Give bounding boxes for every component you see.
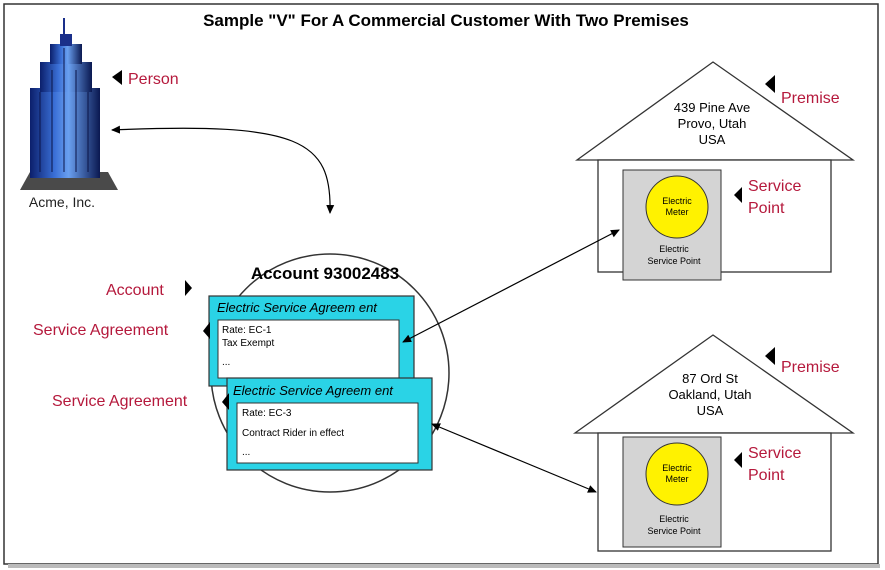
sa2-line-2: Contract Rider in effect bbox=[242, 428, 344, 439]
sp2-label-1: Service bbox=[748, 445, 801, 462]
premise2-pointer-icon bbox=[765, 347, 775, 365]
sa1-label: Service Agreement bbox=[33, 322, 169, 339]
account-title: Account 93002483 bbox=[251, 264, 399, 283]
sa2-line-3: ... bbox=[242, 447, 250, 458]
premise2-address-2: Oakland, Utah bbox=[668, 387, 751, 402]
service-agreement-2: Electric Service Agreem ent Rate: EC-3 C… bbox=[226, 377, 433, 471]
sp1-label-1: Service bbox=[748, 178, 801, 195]
sp1-label-2: Point bbox=[748, 200, 785, 217]
meter-2-icon bbox=[645, 442, 709, 506]
sp2-caption-2: Service Point bbox=[647, 526, 701, 536]
premise2-label: Premise bbox=[781, 359, 840, 376]
premise2-address-3: USA bbox=[697, 403, 724, 418]
sa2-label: Service Agreement bbox=[52, 393, 188, 410]
sa1-line-2: Tax Exempt bbox=[222, 338, 274, 349]
sa2-sp2-connector bbox=[431, 423, 597, 493]
sp1-caption-1: Electric bbox=[659, 244, 689, 254]
sa1-pointer-icon bbox=[203, 322, 210, 339]
meter1-line-2: Meter bbox=[665, 207, 688, 217]
person-label: Person bbox=[128, 71, 179, 88]
account-pointer-icon bbox=[185, 280, 192, 296]
meter2-line-1: Electric bbox=[662, 463, 692, 473]
sa2-header: Electric Service Agreem ent bbox=[233, 383, 394, 398]
premise1-pointer-icon bbox=[765, 75, 775, 93]
sp2-label-2: Point bbox=[748, 467, 785, 484]
frame-shadow bbox=[8, 564, 880, 568]
premise2-address-1: 87 Ord St bbox=[682, 371, 738, 386]
sa2-line-1: Rate: EC-3 bbox=[242, 408, 292, 419]
diagram-title: Sample "V" For A Commercial Customer Wit… bbox=[203, 11, 689, 30]
person-pointer-icon bbox=[112, 70, 122, 85]
sp2-caption-1: Electric bbox=[659, 514, 689, 524]
person-name: Acme, Inc. bbox=[29, 194, 95, 210]
building-icon bbox=[20, 18, 118, 190]
sa1-sp1-connector bbox=[402, 229, 620, 343]
person-account-connector bbox=[111, 125, 335, 214]
sa1-header: Electric Service Agreem ent bbox=[217, 300, 378, 315]
premise1-label: Premise bbox=[781, 90, 840, 107]
premise1-address-2: Provo, Utah bbox=[678, 116, 747, 131]
sa1-line-1: Rate: EC-1 bbox=[222, 325, 272, 336]
meter-1-icon bbox=[645, 175, 709, 239]
service-agreement-1: Electric Service Agreem ent Rate: EC-1 T… bbox=[208, 295, 415, 387]
sp1-pointer-icon bbox=[734, 187, 742, 203]
sp2-pointer-icon bbox=[734, 452, 742, 468]
sp1-caption-2: Service Point bbox=[647, 256, 701, 266]
premise1-address-3: USA bbox=[699, 132, 726, 147]
sa2-pointer-icon bbox=[222, 393, 229, 410]
meter2-line-2: Meter bbox=[665, 474, 688, 484]
account-label: Account bbox=[106, 282, 164, 299]
meter1-line-1: Electric bbox=[662, 196, 692, 206]
sa1-line-3: ... bbox=[222, 357, 230, 368]
premise1-address-1: 439 Pine Ave bbox=[674, 100, 750, 115]
